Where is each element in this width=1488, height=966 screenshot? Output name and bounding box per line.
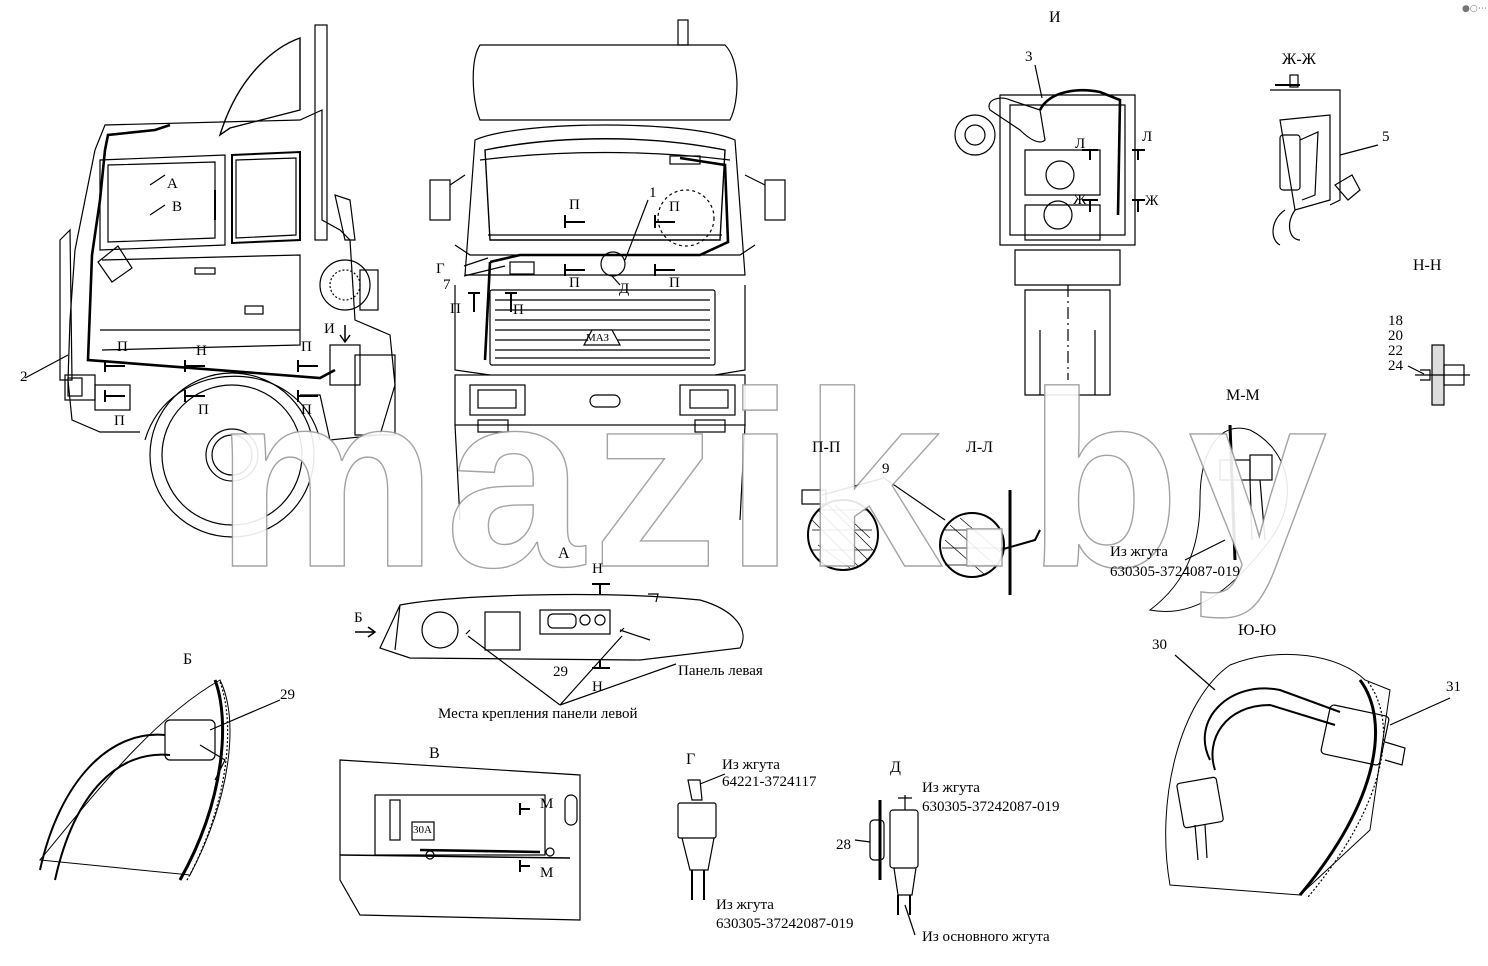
callout-28: 28 xyxy=(836,837,851,853)
callout-31: 31 xyxy=(1446,679,1461,695)
marker-P-4: П xyxy=(301,339,312,355)
marker-L-2: Л xyxy=(1142,129,1153,145)
marker-P-11: П xyxy=(513,302,524,318)
mount-places-label: Места крепления панели левой xyxy=(438,706,638,722)
mm-code-label: 630305-3724087-019 xyxy=(1110,564,1240,580)
callout-2: 2 xyxy=(20,369,28,385)
view-D xyxy=(854,795,919,936)
callout-3: 3 xyxy=(1025,49,1033,65)
view-title-I: И xyxy=(1049,9,1061,26)
callout-29-b: 29 xyxy=(280,687,295,703)
callout-20: 20 xyxy=(1388,328,1403,344)
view-title-LL: Л-Л xyxy=(966,439,994,456)
view-title-B: Б xyxy=(183,651,193,668)
callout-30: 30 xyxy=(1152,637,1167,653)
marker-P-3: П xyxy=(198,402,209,418)
section-LL xyxy=(883,477,1041,595)
view-title-A: А xyxy=(558,545,570,562)
marker-N-2: Н xyxy=(592,561,603,577)
view-A-panel xyxy=(355,583,744,706)
marker-B: Б xyxy=(354,610,363,626)
marker-P-8: П xyxy=(569,275,580,291)
marker-P-2: П xyxy=(114,413,125,429)
maz-logo: МАЗ xyxy=(586,332,609,344)
callout-9: 9 xyxy=(882,461,890,477)
view-title-V: В xyxy=(429,745,440,762)
marker-A: А xyxy=(167,176,178,192)
marker-D: Д xyxy=(619,281,630,297)
callout-22: 22 xyxy=(1388,343,1403,359)
marker-G: Г xyxy=(436,261,445,277)
view-G xyxy=(677,773,726,900)
callout-24: 24 xyxy=(1388,358,1403,374)
view-title-G: Г xyxy=(686,751,696,768)
more-icon[interactable]: ⋯ xyxy=(1478,4,1487,14)
section-NN xyxy=(1407,344,1470,406)
view-title-YuYu: Ю-Ю xyxy=(1238,622,1277,639)
zoom-icon[interactable]: ●○ xyxy=(1462,4,1478,14)
view-I xyxy=(954,64,1145,396)
view-title-ZhZh: Ж-Ж xyxy=(1282,51,1316,68)
marker-L-1: Л xyxy=(1075,136,1086,152)
section-MM xyxy=(1148,424,1288,612)
marker-P-5: П xyxy=(301,402,312,418)
g-from-bottom: Из жгута xyxy=(716,897,774,913)
marker-Zh-1: Ж xyxy=(1073,192,1087,208)
marker-Zh-2: Ж xyxy=(1145,193,1159,209)
callout-7: 7 xyxy=(443,277,451,293)
marker-P-6: П xyxy=(569,197,580,213)
section-YuYu xyxy=(1165,653,1451,898)
d-from: Из жгута xyxy=(922,780,980,796)
fuse-30a-label: 30А xyxy=(413,824,432,836)
d-code: 630305-37242087-019 xyxy=(922,799,1060,815)
view-title-PP: П-П xyxy=(812,439,841,456)
panel-left-label: Панель левая xyxy=(678,663,763,679)
section-ZhZh xyxy=(1270,74,1379,246)
callout-29-a: 29 xyxy=(553,664,568,680)
callout-5: 5 xyxy=(1382,129,1390,145)
marker-P-7: П xyxy=(669,199,680,215)
marker-P-1: П xyxy=(117,339,128,355)
marker-I: И xyxy=(324,321,335,337)
marker-M-2: М xyxy=(540,865,554,881)
d-main-harness: Из основного жгута xyxy=(922,929,1050,945)
view-title-MM: М-М xyxy=(1226,387,1260,404)
section-PP xyxy=(801,477,885,571)
marker-V: В xyxy=(172,199,183,215)
view-V xyxy=(339,759,581,921)
g-code-top: 64221-3724117 xyxy=(722,774,817,790)
view-title-D: Д xyxy=(890,759,901,776)
mm-from-label: Из жгута xyxy=(1110,544,1168,560)
marker-P-10: П xyxy=(450,301,461,317)
view-title-NN: Н-Н xyxy=(1413,257,1442,274)
marker-N-1: Н xyxy=(196,343,207,359)
g-from-top: Из жгута xyxy=(722,757,780,773)
marker-P-9: П xyxy=(669,275,680,291)
callout-18: 18 xyxy=(1388,313,1403,329)
cab-side-view xyxy=(24,24,396,538)
callout-1: 1 xyxy=(649,185,657,201)
cab-front-view xyxy=(429,19,786,521)
marker-N-3: Н xyxy=(592,679,603,695)
g-code-bottom: 630305-37242087-019 xyxy=(716,916,854,932)
marker-M-1: М xyxy=(540,796,554,812)
view-B xyxy=(39,679,281,883)
